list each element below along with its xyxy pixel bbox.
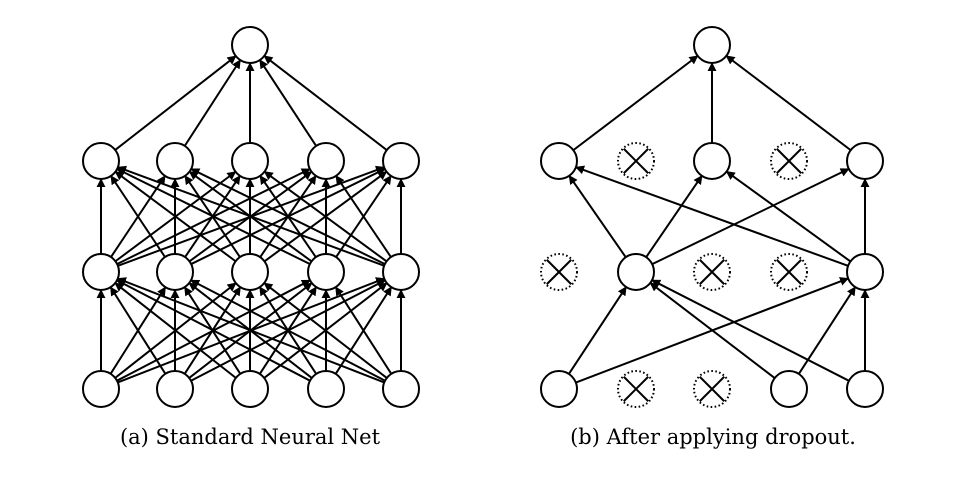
unit-layer0-3 [770, 370, 808, 408]
connection-arrow [109, 286, 167, 375]
connection-arrow [190, 168, 386, 265]
unit-layer1-3 [307, 253, 345, 291]
connection-arrow [568, 286, 627, 375]
connection-arrow [116, 279, 311, 382]
connection-arrow [649, 282, 776, 379]
unit-layer2-2 [693, 142, 731, 180]
unit-layer1-1 [617, 253, 655, 291]
unit-layer0-1 [156, 370, 194, 408]
cross-line [776, 259, 802, 285]
cross-line [623, 148, 649, 174]
unit-layer0-0 [540, 370, 578, 408]
connection-arrow [110, 175, 166, 258]
unit-layer2-0 [540, 142, 578, 180]
connection-arrow [116, 168, 311, 265]
unit-layer0-1-dropped-icon [617, 370, 655, 408]
unit-layer2-2 [231, 142, 269, 180]
unit-layer1-3-dropped-icon [770, 253, 808, 291]
cross-line [699, 376, 725, 402]
connection-arrow [114, 170, 237, 263]
unit-layer2-3-dropped-icon [770, 142, 808, 180]
connection-arrow [335, 175, 392, 258]
connection-arrow [116, 277, 385, 384]
unit-layer0-4 [846, 370, 884, 408]
connection-arrow [114, 282, 237, 379]
connection-arrow [645, 175, 703, 258]
unit-layer2-3 [307, 142, 345, 180]
unit-layer1-2-dropped-icon [693, 253, 731, 291]
unit-layer0-0 [82, 370, 120, 408]
unit-layer2-4 [382, 142, 420, 180]
unit-layer1-4 [846, 253, 884, 291]
unit-layer0-2 [231, 370, 269, 408]
connection-arrow [651, 279, 850, 382]
connection-arrow [190, 279, 386, 382]
cross-line [699, 259, 725, 285]
connection-arrow [568, 175, 627, 258]
unit-layer2-1 [156, 142, 194, 180]
unit-layer0-3 [307, 370, 345, 408]
unit-layer0-2-dropped-icon [693, 370, 731, 408]
unit-layer0-4 [382, 370, 420, 408]
unit-layer2-0 [82, 142, 120, 180]
connection-arrow [263, 55, 388, 151]
connection-arrow [797, 286, 857, 375]
unit-layer3-0 [693, 26, 731, 64]
caption-standard-net: (a) Standard Neural Net [119, 425, 381, 449]
connection-arrow [725, 55, 852, 151]
unit-layer1-2 [231, 253, 269, 291]
unit-layer1-4 [382, 253, 420, 291]
connection-arrow [575, 165, 849, 267]
connection-arrow [117, 165, 385, 267]
connection-arrow [725, 170, 852, 263]
unit-layer2-1-dropped-icon [617, 142, 655, 180]
dropout-net-panel [540, 26, 884, 408]
cross-line [776, 148, 802, 174]
connection-arrow [572, 55, 699, 151]
unit-layer1-0-dropped-icon [540, 253, 578, 291]
unit-layer2-4 [846, 142, 884, 180]
connection-arrow [651, 167, 850, 266]
unit-layer1-0 [82, 253, 120, 291]
unit-layer1-1 [156, 253, 194, 291]
cross-line [546, 259, 572, 285]
connection-arrow [183, 59, 242, 147]
connection-arrow [259, 59, 317, 147]
connection-arrow [263, 170, 388, 263]
unit-layer3-0 [231, 26, 269, 64]
caption-dropout-net: (b) After applying dropout. [570, 425, 856, 449]
connection-arrow [114, 55, 237, 151]
connection-arrow [263, 282, 388, 379]
cross-line [623, 376, 649, 402]
connection-arrow [334, 286, 393, 375]
standard-net-panel [82, 26, 420, 408]
